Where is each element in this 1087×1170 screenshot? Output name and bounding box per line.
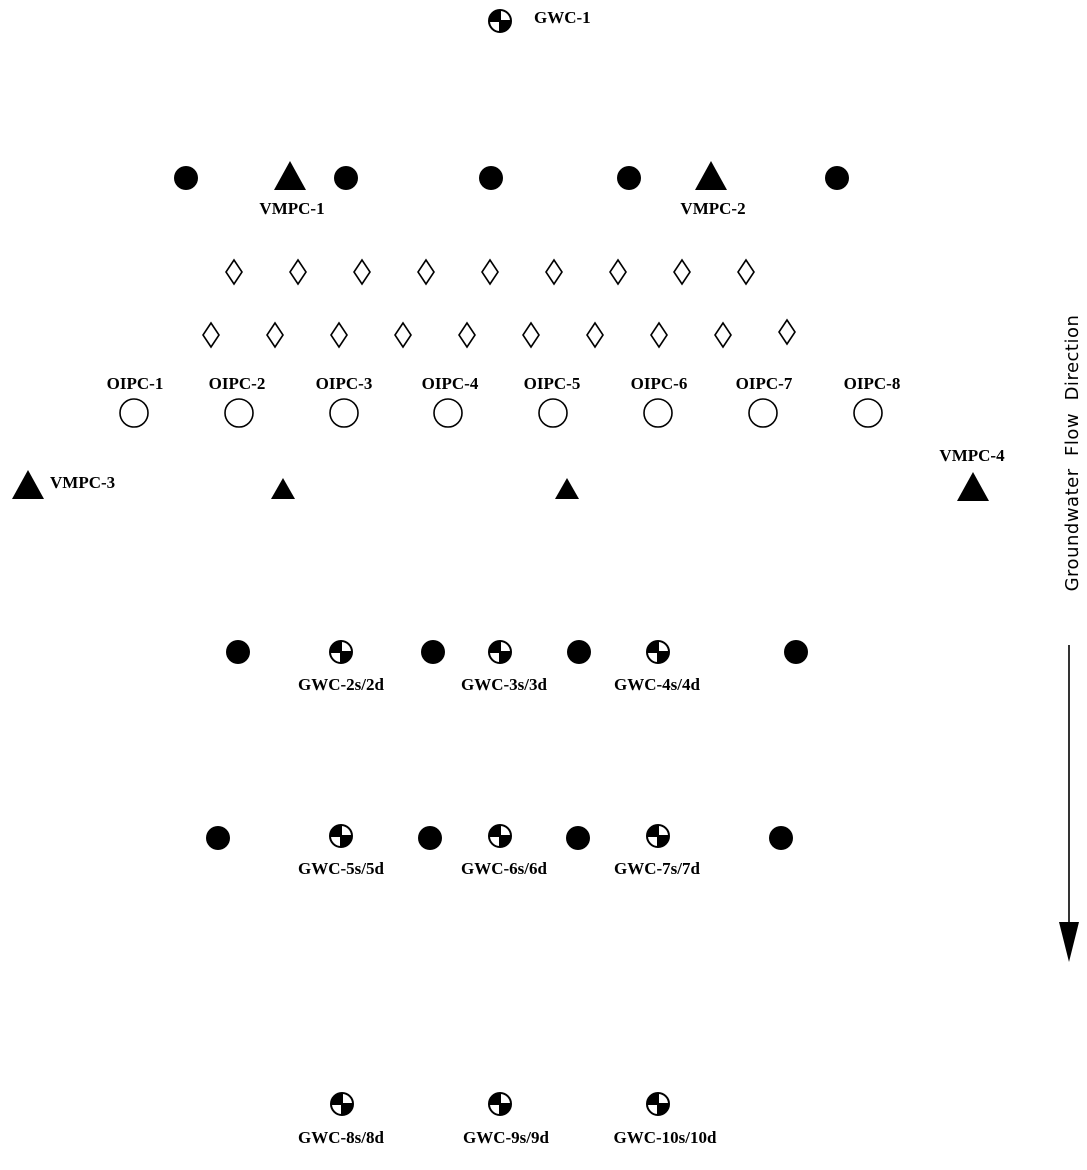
- gwc-5-label: GWC-5s/5d: [298, 859, 385, 878]
- gwc-9-well-icon: [488, 1092, 512, 1116]
- gwc-10-well-icon: [646, 1092, 670, 1116]
- injection-point-marker: [825, 166, 849, 190]
- diamond-marker: [266, 322, 284, 348]
- diamond-marker: [545, 259, 563, 285]
- diamond-marker: [778, 319, 796, 345]
- diamond-marker: [417, 259, 435, 285]
- gwc-8-label: GWC-8s/8d: [298, 1128, 385, 1147]
- injection-point-marker: [566, 826, 590, 850]
- diamond-marker: [330, 322, 348, 348]
- injection-point-marker: [567, 640, 591, 664]
- oipc-5-label: OIPC-5: [524, 374, 581, 393]
- vmpc-1-triangle-icon: [274, 161, 306, 190]
- gwc-6-well-icon: [488, 824, 512, 848]
- oipc-8-circle-icon: [853, 398, 883, 428]
- oipc-2-circle-icon: [224, 398, 254, 428]
- diamond-marker: [650, 322, 668, 348]
- injection-point-marker: [769, 826, 793, 850]
- gwc-7-label: GWC-7s/7d: [614, 859, 701, 878]
- gwc-10-label: GWC-10s/10d: [614, 1128, 718, 1147]
- vmpc-1-label: VMPC-1: [259, 199, 324, 218]
- injection-point-marker: [421, 640, 445, 664]
- diamond-row-lower: [202, 319, 796, 348]
- oipc-6-circle-icon: [643, 398, 673, 428]
- diamond-marker: [353, 259, 371, 285]
- injection-point-marker: [206, 826, 230, 850]
- gwc-5-well-icon: [329, 824, 353, 848]
- injection-point-marker: [418, 826, 442, 850]
- small-triangle-marker: [555, 478, 579, 499]
- oipc-4-circle-icon: [433, 398, 463, 428]
- vmpc-3-triangle-icon: [12, 470, 44, 499]
- vmpc-3-label: VMPC-3: [50, 473, 115, 492]
- diamond-marker: [714, 322, 732, 348]
- diamond-marker: [289, 259, 307, 285]
- diamond-marker: [609, 259, 627, 285]
- gwc-1-label: GWC-1: [534, 8, 591, 27]
- oipc-1-circle-icon: [119, 398, 149, 428]
- oipc-6-label: OIPC-6: [631, 374, 688, 393]
- vmpc-2-label: VMPC-2: [680, 199, 745, 218]
- injection-point-marker: [174, 166, 198, 190]
- oipc-1-label: OIPC-1: [107, 374, 164, 393]
- diamond-marker: [737, 259, 755, 285]
- diamond-marker: [202, 322, 220, 348]
- injection-point-marker: [226, 640, 250, 664]
- oipc-2-label: OIPC-2: [209, 374, 266, 393]
- gwc-2-label: GWC-2s/2d: [298, 675, 385, 694]
- arrow-down-icon: [1059, 922, 1079, 962]
- diamond-marker: [481, 259, 499, 285]
- diamond-marker: [394, 322, 412, 348]
- gwc-6-label: GWC-6s/6d: [461, 859, 548, 878]
- gwc-2-well-icon: [329, 640, 353, 664]
- injection-point-marker: [784, 640, 808, 664]
- gwc-1-well-icon: [488, 9, 512, 33]
- oipc-4-label: OIPC-4: [422, 374, 479, 393]
- diamond-marker: [225, 259, 243, 285]
- oipc-3-circle-icon: [329, 398, 359, 428]
- flow-direction-label: Groundwater Flow Direction: [1062, 315, 1083, 592]
- vmpc-4-label: VMPC-4: [939, 446, 1005, 465]
- diamond-marker: [522, 322, 540, 348]
- gwc-7-well-icon: [646, 824, 670, 848]
- oipc-7-circle-icon: [748, 398, 778, 428]
- injection-point-marker: [617, 166, 641, 190]
- gwc-4-well-icon: [646, 640, 670, 664]
- small-triangle-marker: [271, 478, 295, 499]
- oipc-5-circle-icon: [538, 398, 568, 428]
- gwc-3-label: GWC-3s/3d: [461, 675, 548, 694]
- vmpc-4-triangle-icon: [957, 472, 989, 501]
- gwc-3-well-icon: [488, 640, 512, 664]
- diamond-marker: [673, 259, 691, 285]
- vmpc-2-triangle-icon: [695, 161, 727, 190]
- gwc-9-label: GWC-9s/9d: [463, 1128, 550, 1147]
- injection-point-marker: [334, 166, 358, 190]
- gwc-8-well-icon: [330, 1092, 354, 1116]
- diamond-marker: [458, 322, 476, 348]
- oipc-7-label: OIPC-7: [736, 374, 793, 393]
- diamond-marker: [586, 322, 604, 348]
- diamond-row-upper: [225, 259, 755, 285]
- gwc-4-label: GWC-4s/4d: [614, 675, 701, 694]
- injection-point-marker: [479, 166, 503, 190]
- oipc-3-label: OIPC-3: [316, 374, 373, 393]
- oipc-8-label: OIPC-8: [844, 374, 901, 393]
